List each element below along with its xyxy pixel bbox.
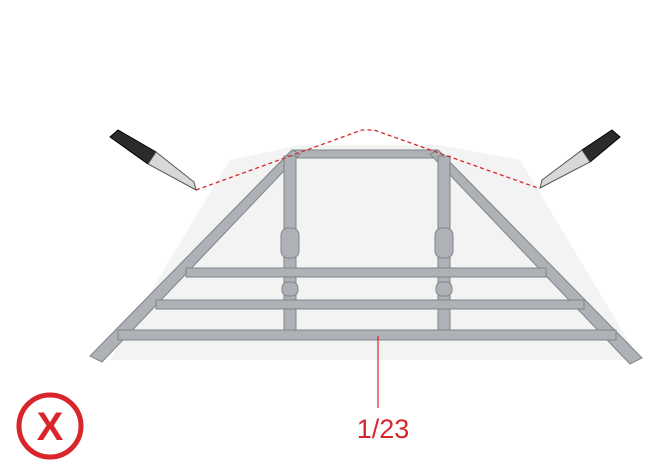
right-knife-blade bbox=[539, 149, 591, 189]
left-knife-blade bbox=[147, 151, 197, 191]
part-label: 1/23 bbox=[357, 414, 410, 444]
left-knife-handle bbox=[109, 129, 157, 165]
right-knife-icon bbox=[539, 129, 621, 189]
right-knife-handle bbox=[581, 129, 621, 163]
frame-rail-middle bbox=[155, 299, 585, 310]
frame-rail-upper bbox=[185, 267, 547, 278]
frame-right-post-bulge-1 bbox=[434, 227, 454, 259]
frame-left-post-bulge-2 bbox=[281, 281, 299, 297]
x-circle-icon: X bbox=[16, 392, 84, 460]
frame-right-post-bulge-2 bbox=[435, 281, 453, 297]
frame-left-post-bulge-1 bbox=[280, 227, 300, 259]
frame-rail-bottom bbox=[117, 329, 617, 341]
metal-frame bbox=[89, 149, 643, 365]
x-circle-glyph: X bbox=[37, 405, 64, 449]
frame-top-bar bbox=[282, 149, 448, 159]
frame-left-leg bbox=[89, 149, 301, 363]
cut-line bbox=[195, 129, 539, 191]
x-circle-ring bbox=[16, 392, 84, 460]
left-knife-icon bbox=[109, 129, 197, 191]
frame-right-leg bbox=[429, 149, 643, 365]
